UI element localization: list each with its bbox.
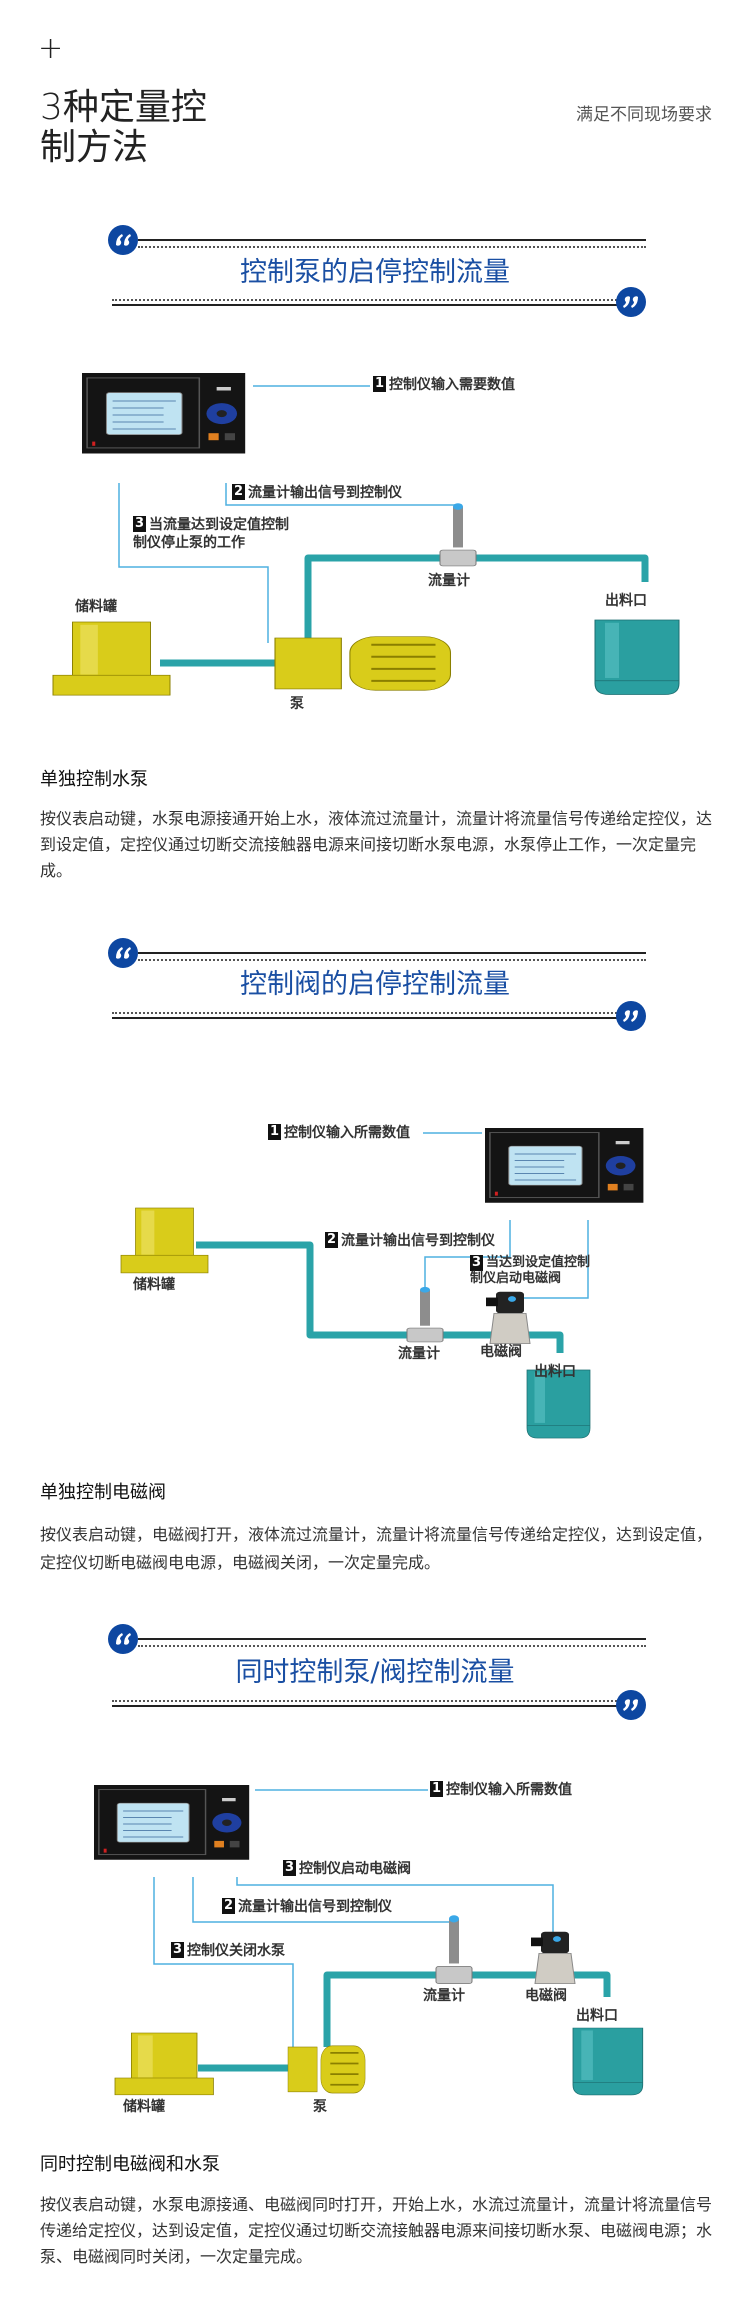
divider <box>138 1638 646 1640</box>
divider <box>138 246 646 248</box>
block-title: 单独控制电磁阀 <box>40 1482 166 1503</box>
controller-device <box>81 372 246 455</box>
quote-close-icon <box>616 1001 646 1031</box>
tank-label: 储料罐 <box>123 2099 165 2115</box>
diagram-pump-valve-control <box>93 1784 644 2096</box>
storage-tank <box>120 1207 209 1274</box>
section-title: 同时控制泵/阀控制流量 <box>235 1657 515 1688</box>
divider <box>138 239 646 241</box>
outlet-label: 出料口 <box>534 1364 576 1380</box>
divider <box>112 1017 620 1019</box>
tank-label: 储料罐 <box>133 1277 175 1293</box>
flowmeter-label: 流量计 <box>423 1988 465 2004</box>
controller-device <box>93 1784 250 1861</box>
divider <box>112 299 620 301</box>
tank-label: 储料罐 <box>75 599 117 615</box>
page-title: 3种定量控制方法 <box>40 87 207 168</box>
solenoid-valve <box>530 1931 576 1985</box>
solenoid-valve <box>485 1291 531 1345</box>
flowmeter-label: 流量计 <box>428 573 470 589</box>
block-paragraph: 按仪表启动键，电磁阀打开，液体流过流量计，流量计将流量信号传递给定控仪，达到设定… <box>40 1525 713 1572</box>
quote-open-icon <box>108 938 138 968</box>
controller-device <box>484 1127 645 1204</box>
flowmeter <box>435 1914 473 1985</box>
block-title: 单独控制水泵 <box>40 769 148 790</box>
flowmeter <box>439 502 477 567</box>
quote-close-icon <box>616 287 646 317</box>
section-header-2: 控制阀的启停控制流量 <box>0 938 750 1034</box>
block-paragraph: 按仪表启动键，水泵电源接通开始上水，液体流过流量计，流量计将流量信号传递给定控仪… <box>40 809 713 880</box>
quote-open-icon <box>108 225 138 255</box>
quote-open-icon <box>108 1624 138 1654</box>
outlet-label: 出料口 <box>605 593 647 609</box>
divider <box>112 1012 620 1014</box>
divider <box>138 959 646 961</box>
pump <box>273 635 453 692</box>
divider <box>138 1645 646 1647</box>
pump-label: 泵 <box>313 2099 327 2115</box>
pump-label: 泵 <box>290 696 304 712</box>
section-title: 控制阀的启停控制流量 <box>240 969 510 1000</box>
pump <box>287 2044 366 2094</box>
pipes <box>160 554 649 667</box>
outlet-bucket <box>572 2027 644 2096</box>
section-title: 控制泵的启停控制流量 <box>240 257 510 288</box>
divider <box>112 1700 620 1702</box>
outlet-bucket <box>594 619 680 696</box>
outlet-label: 出料口 <box>576 2008 618 2024</box>
divider <box>112 304 620 306</box>
block-title: 同时控制电磁阀和水泵 <box>40 2154 220 2175</box>
section-header-1: 控制泵的启停控制流量 <box>0 225 750 321</box>
block-paragraph: 按仪表启动键，水泵电源接通、电磁阀同时打开，开始上水，水流过流量计，流量计将流量… <box>40 2195 713 2266</box>
divider <box>138 952 646 954</box>
valve-label: 电磁阀 <box>525 1988 567 2004</box>
storage-tank <box>52 621 171 696</box>
valve-label: 电磁阀 <box>480 1344 522 1360</box>
section-header-3: 同时控制泵/阀控制流量 <box>0 1624 750 1720</box>
signal-lines <box>118 385 459 643</box>
plus-icon: + <box>38 31 64 66</box>
quote-close-icon <box>616 1690 646 1720</box>
page-subtitle: 满足不同现场要求 <box>576 105 712 125</box>
signal-lines <box>153 1789 554 2053</box>
flowmeter <box>406 1286 444 1343</box>
divider <box>112 1705 620 1707</box>
storage-tank <box>114 2032 214 2096</box>
flowmeter-label: 流量计 <box>398 1346 440 1362</box>
